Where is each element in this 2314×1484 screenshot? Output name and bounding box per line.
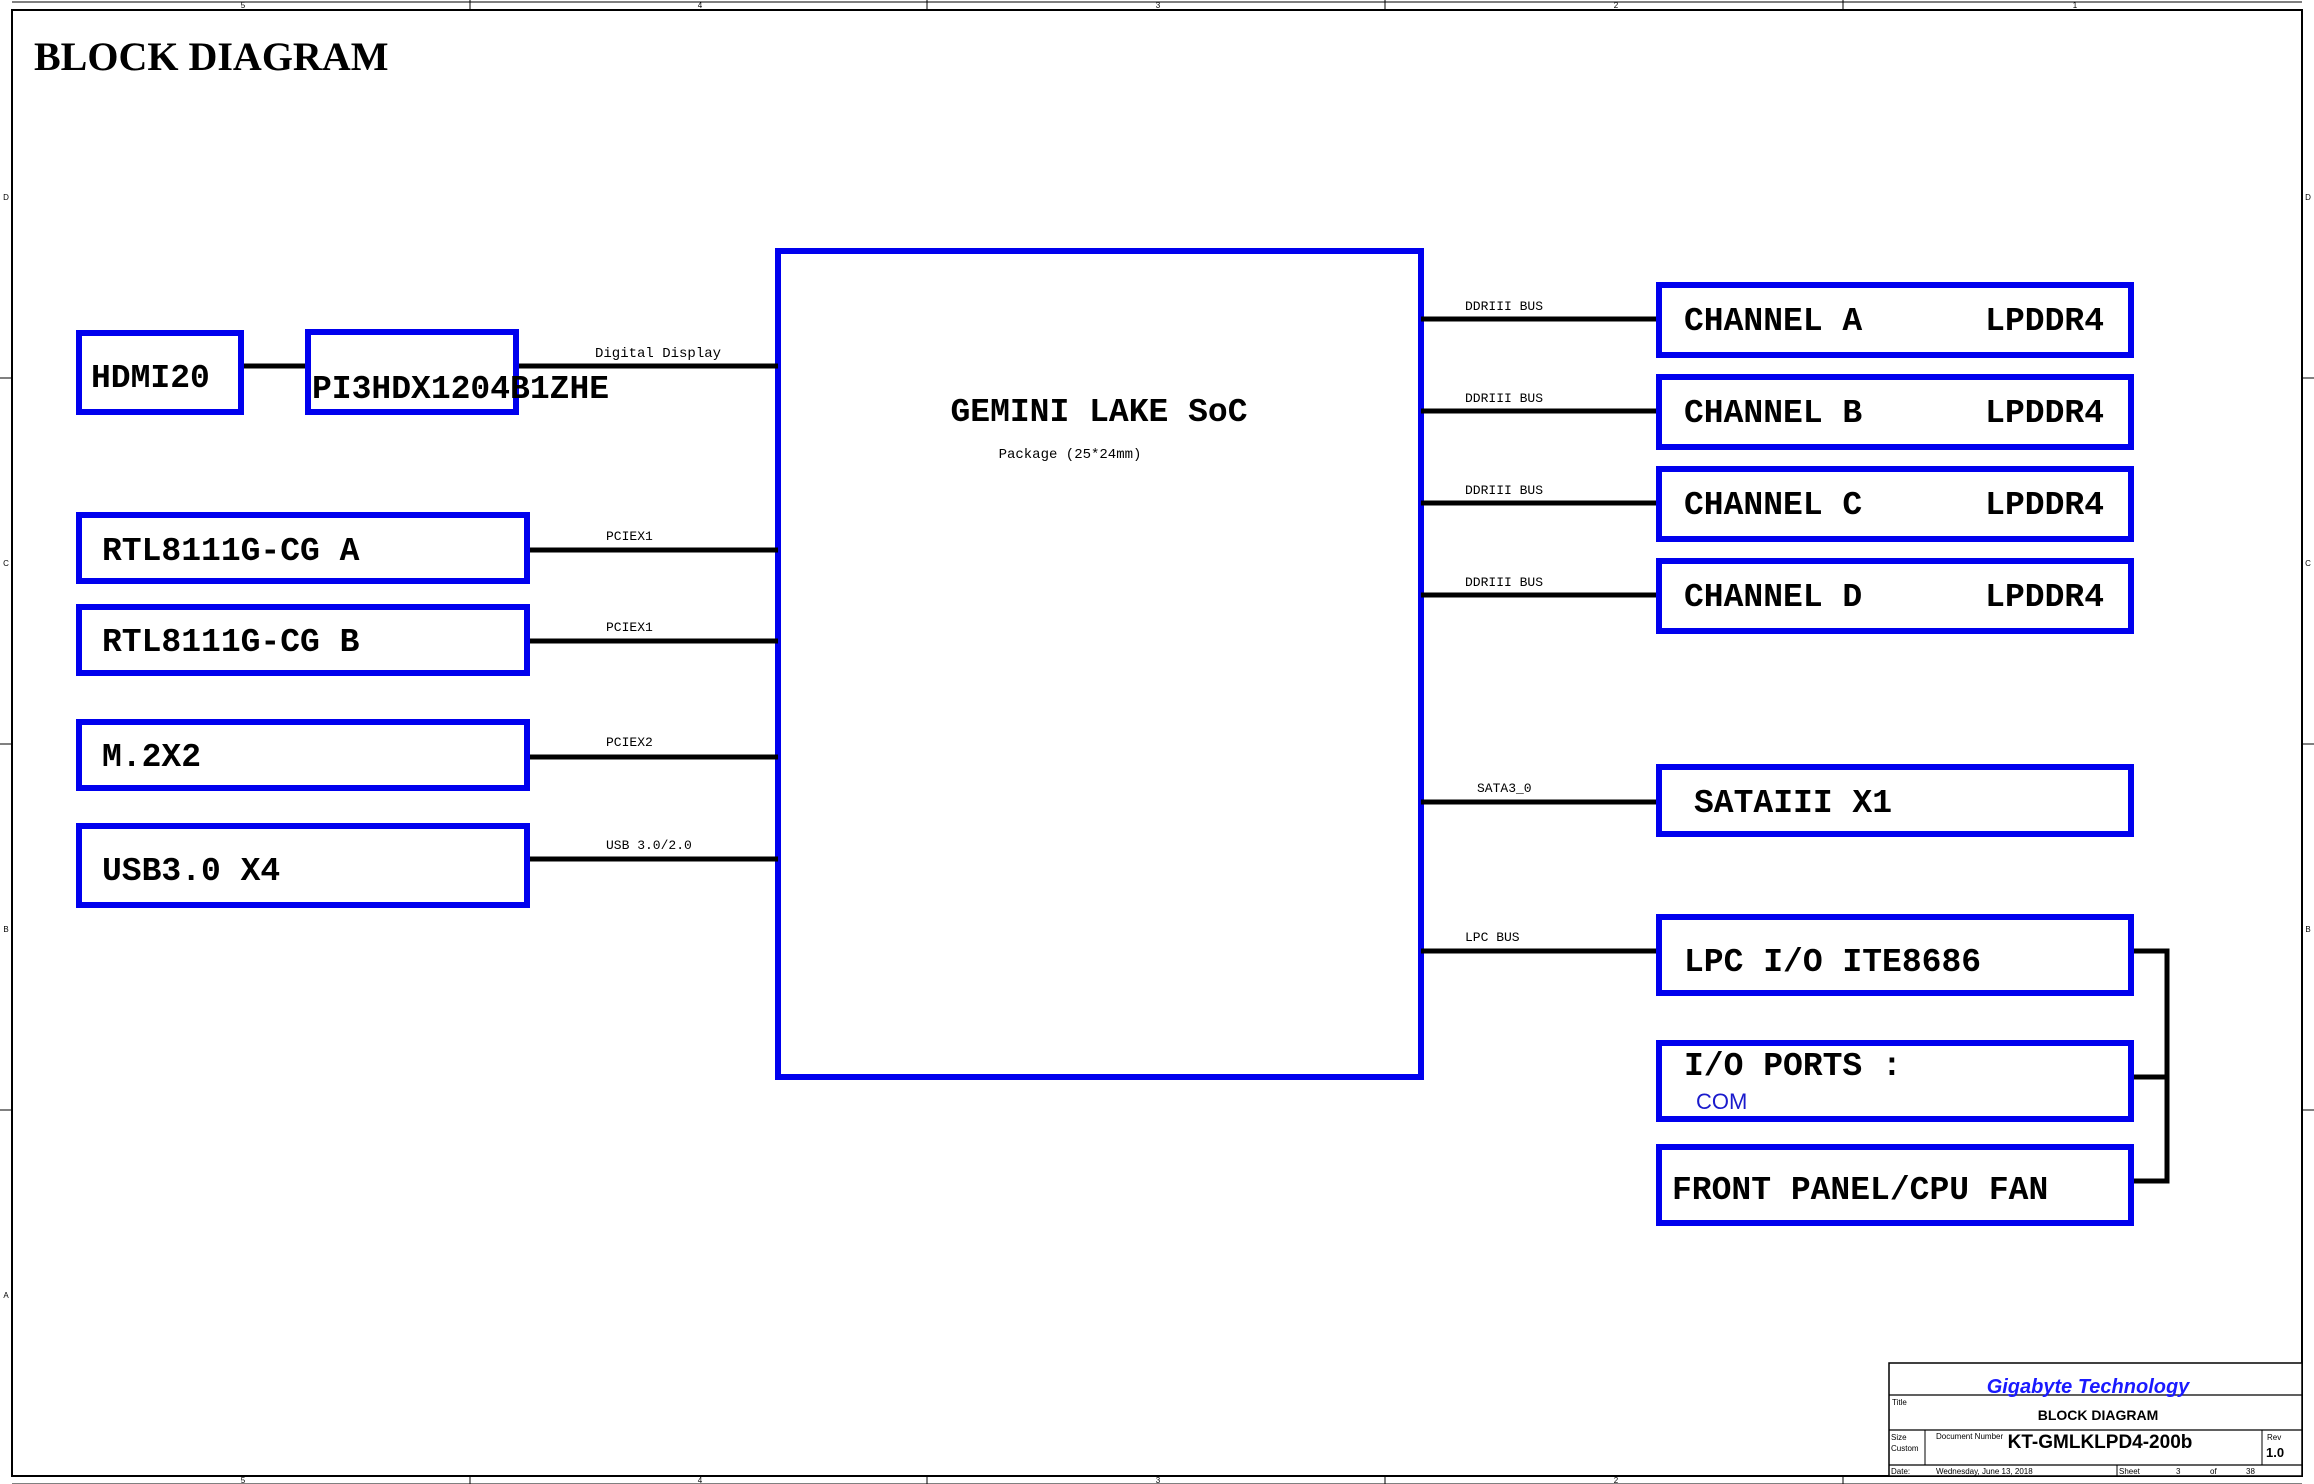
col-label-top: 3 xyxy=(1156,1,1161,10)
title-field-label: Title xyxy=(1892,1398,1907,1407)
sheets-field-value: 38 xyxy=(2246,1467,2255,1476)
soc-block xyxy=(775,248,1424,1080)
title-block: Gigabyte Technology Title BLOCK DIAGRAM … xyxy=(1888,1362,2303,1477)
of-field-label: of xyxy=(2210,1467,2217,1476)
channel-c-name: CHANNEL C xyxy=(1684,487,1862,524)
usb-box xyxy=(76,823,530,908)
channel-b-box xyxy=(1656,374,2134,450)
bus-label-ddr-a: DDRIII BUS xyxy=(1465,299,1543,314)
col-label-bottom: 5 xyxy=(241,1476,246,1484)
channel-a-name: CHANNEL A xyxy=(1684,303,1862,340)
title-field-value: BLOCK DIAGRAM xyxy=(2038,1407,2159,1423)
col-label-bottom: 4 xyxy=(698,1476,703,1484)
io-ports-label: I/O PORTS : xyxy=(1684,1048,1902,1085)
lan-b-label: RTL8111G-CG B xyxy=(102,624,360,661)
left-wires xyxy=(243,363,778,862)
channel-a-type: LPDDR4 xyxy=(1985,303,2104,340)
redriver-box xyxy=(305,329,519,415)
sheet-field-value: 3 xyxy=(2176,1467,2181,1476)
right-wires xyxy=(1421,316,1659,954)
hdmi-label: HDMI20 xyxy=(91,360,210,397)
channel-c-box xyxy=(1656,466,2134,542)
row-label-left: D xyxy=(3,193,9,202)
col-label-top: 4 xyxy=(698,1,703,10)
col-label-top: 1 xyxy=(2073,1,2078,10)
sata-box xyxy=(1656,764,2134,837)
bus-label-ddr-d: DDRIII BUS xyxy=(1465,575,1543,590)
lpc-io-box xyxy=(1656,914,2134,996)
sheet-field-label: Sheet xyxy=(2119,1467,2141,1476)
lan-a-box xyxy=(76,512,530,584)
row-label-left: C xyxy=(3,559,9,568)
bus-label-lpc: LPC BUS xyxy=(1465,930,1520,945)
soc-name: GEMINI LAKE SoC xyxy=(950,394,1247,431)
lpc-branch xyxy=(2131,948,2170,1184)
lan-b-box xyxy=(76,604,530,676)
date-field-label: Date: xyxy=(1891,1467,1910,1476)
bus-label-pcie1-a: PCIEX1 xyxy=(606,529,653,544)
docnum-field-label: Document Number xyxy=(1936,1432,2003,1441)
page-title: BLOCK DIAGRAM xyxy=(34,34,388,79)
soc-package: Package (25*24mm) xyxy=(999,447,1142,463)
io-ports-com: COM xyxy=(1696,1089,1747,1114)
size-field-label: Size xyxy=(1891,1433,1907,1442)
col-label-bottom: 3 xyxy=(1156,1476,1161,1484)
rev-field-value: 1.0 xyxy=(2266,1445,2284,1460)
m2-box xyxy=(76,719,530,791)
col-label-bottom: 2 xyxy=(1614,1476,1619,1484)
channel-b-type: LPDDR4 xyxy=(1985,395,2104,432)
digital-display-label: Digital Display xyxy=(595,346,721,362)
front-panel-box xyxy=(1656,1144,2134,1226)
bus-label-sata: SATA3_0 xyxy=(1477,781,1532,796)
io-ports-box xyxy=(1656,1040,2134,1122)
channel-c-type: LPDDR4 xyxy=(1985,487,2104,524)
col-label-top: 2 xyxy=(1614,1,1619,10)
hdmi-box xyxy=(76,330,244,415)
row-label-left: A xyxy=(3,1291,9,1300)
usb-label: USB3.0 X4 xyxy=(102,853,280,890)
company-name: Gigabyte Technology xyxy=(1987,1376,2190,1398)
bus-label-pcie1-b: PCIEX1 xyxy=(606,620,653,635)
channel-d-type: LPDDR4 xyxy=(1985,579,2104,616)
col-label-top: 5 xyxy=(241,1,246,10)
channel-d-name: CHANNEL D xyxy=(1684,579,1862,616)
row-label-left: B xyxy=(3,925,8,934)
date-field-value: Wednesday, June 13, 2018 xyxy=(1936,1467,2033,1476)
bus-label-ddr-c: DDRIII BUS xyxy=(1465,483,1543,498)
size-field-value: Custom xyxy=(1891,1444,1919,1453)
channel-d-box xyxy=(1656,558,2134,634)
lan-a-label: RTL8111G-CG A xyxy=(102,533,360,570)
channel-a-box xyxy=(1656,282,2134,358)
row-label-right: B xyxy=(2305,925,2310,934)
docnum-field-value: KT-GMLKLPD4-200b xyxy=(2008,1432,2193,1453)
rev-field-label: Rev xyxy=(2267,1433,2281,1442)
row-label-right: C xyxy=(2305,559,2311,568)
lpc-io-label: LPC I/O ITE8686 xyxy=(1684,944,1981,981)
bus-label-ddr-b: DDRIII BUS xyxy=(1465,391,1543,406)
sata-label: SATAIII X1 xyxy=(1694,785,1892,822)
bus-label-pcie2: PCIEX2 xyxy=(606,735,653,750)
row-label-right: D xyxy=(2305,193,2311,202)
redriver-label: PI3HDX1204B1ZHE xyxy=(312,371,609,408)
bus-label-usb: USB 3.0/2.0 xyxy=(606,838,692,853)
front-panel-label: FRONT PANEL/CPU FAN xyxy=(1672,1172,2048,1209)
m2-label: M.2X2 xyxy=(102,739,201,776)
channel-b-name: CHANNEL B xyxy=(1684,395,1862,432)
